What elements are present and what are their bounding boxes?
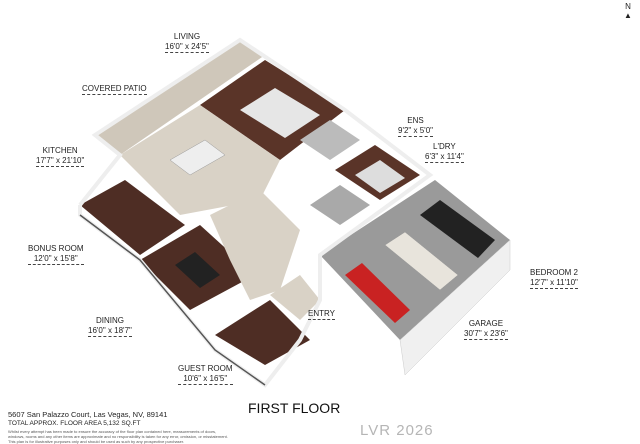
address: 5607 San Palazzo Court, Las Vegas, NV, 8… — [8, 410, 168, 419]
room-name: COVERED PATIO — [82, 84, 147, 95]
disclaimer-line-2: windows, rooms and any other items are a… — [8, 434, 228, 439]
dining-table — [175, 252, 220, 288]
north-arrow-icon: N▲ — [624, 2, 632, 20]
disclaimer-line-3: This plan is for illustrative purposes o… — [8, 439, 185, 444]
watermark: LVR 2026 — [360, 422, 434, 439]
room-dim: 16'0" x 18'7" — [88, 326, 132, 337]
room-dim: 17'7" x 21'10" — [36, 156, 85, 167]
room-name: KITCHEN — [42, 146, 78, 155]
laundry-floor — [310, 185, 370, 225]
red-car — [345, 263, 410, 323]
room-dim: 10'6" x 16'5" — [178, 374, 233, 385]
white-suv — [384, 231, 459, 291]
entry-floor — [270, 275, 320, 320]
room-label-entry: ENTRY — [308, 309, 335, 320]
bonus-room-floor — [80, 180, 185, 255]
disclaimer-line-1: Whilst every attempt has been made to en… — [8, 429, 217, 434]
room-dim: 16'0" x 24'5" — [165, 42, 209, 53]
room-name: ENTRY — [308, 309, 335, 320]
room-name: BONUS ROOM — [28, 244, 84, 253]
room-dim: 12'7" x 11'10" — [530, 278, 579, 289]
hallway-floor — [210, 190, 300, 300]
ensuite-floor — [300, 120, 360, 160]
kitchen-island — [169, 139, 226, 176]
room-dim: 12'0" x 15'8" — [28, 254, 84, 265]
room-name: BEDROOM 2 — [530, 268, 579, 277]
floor-area: TOTAL APPROX. FLOOR AREA 5,132 SQ.FT — [8, 420, 141, 427]
floor-title: FIRST FLOOR — [248, 400, 341, 416]
black-suv — [420, 200, 495, 258]
covered-patio-floor — [95, 40, 265, 155]
room-name: L'DRY — [433, 142, 456, 151]
room-dim: 30'7" x 23'6" — [464, 329, 508, 340]
exterior-wall-edge — [79, 214, 266, 386]
room-name: GARAGE — [468, 319, 504, 328]
room-dim: 6'3" x 11'4" — [425, 152, 464, 163]
compass-label: N — [625, 2, 631, 11]
guest-room-floor — [215, 300, 310, 365]
room-name: LIVING — [173, 32, 201, 41]
room-name: GUEST ROOM — [178, 364, 233, 373]
room-label-covered-patio: COVERED PATIO — [82, 84, 147, 95]
bed — [355, 160, 405, 193]
sofa — [240, 88, 320, 138]
room-dim: 9'2" x 5'0" — [398, 126, 433, 137]
garage-wall — [399, 239, 511, 376]
room-name: ENS — [407, 116, 424, 125]
room-name: DINING — [95, 316, 124, 325]
